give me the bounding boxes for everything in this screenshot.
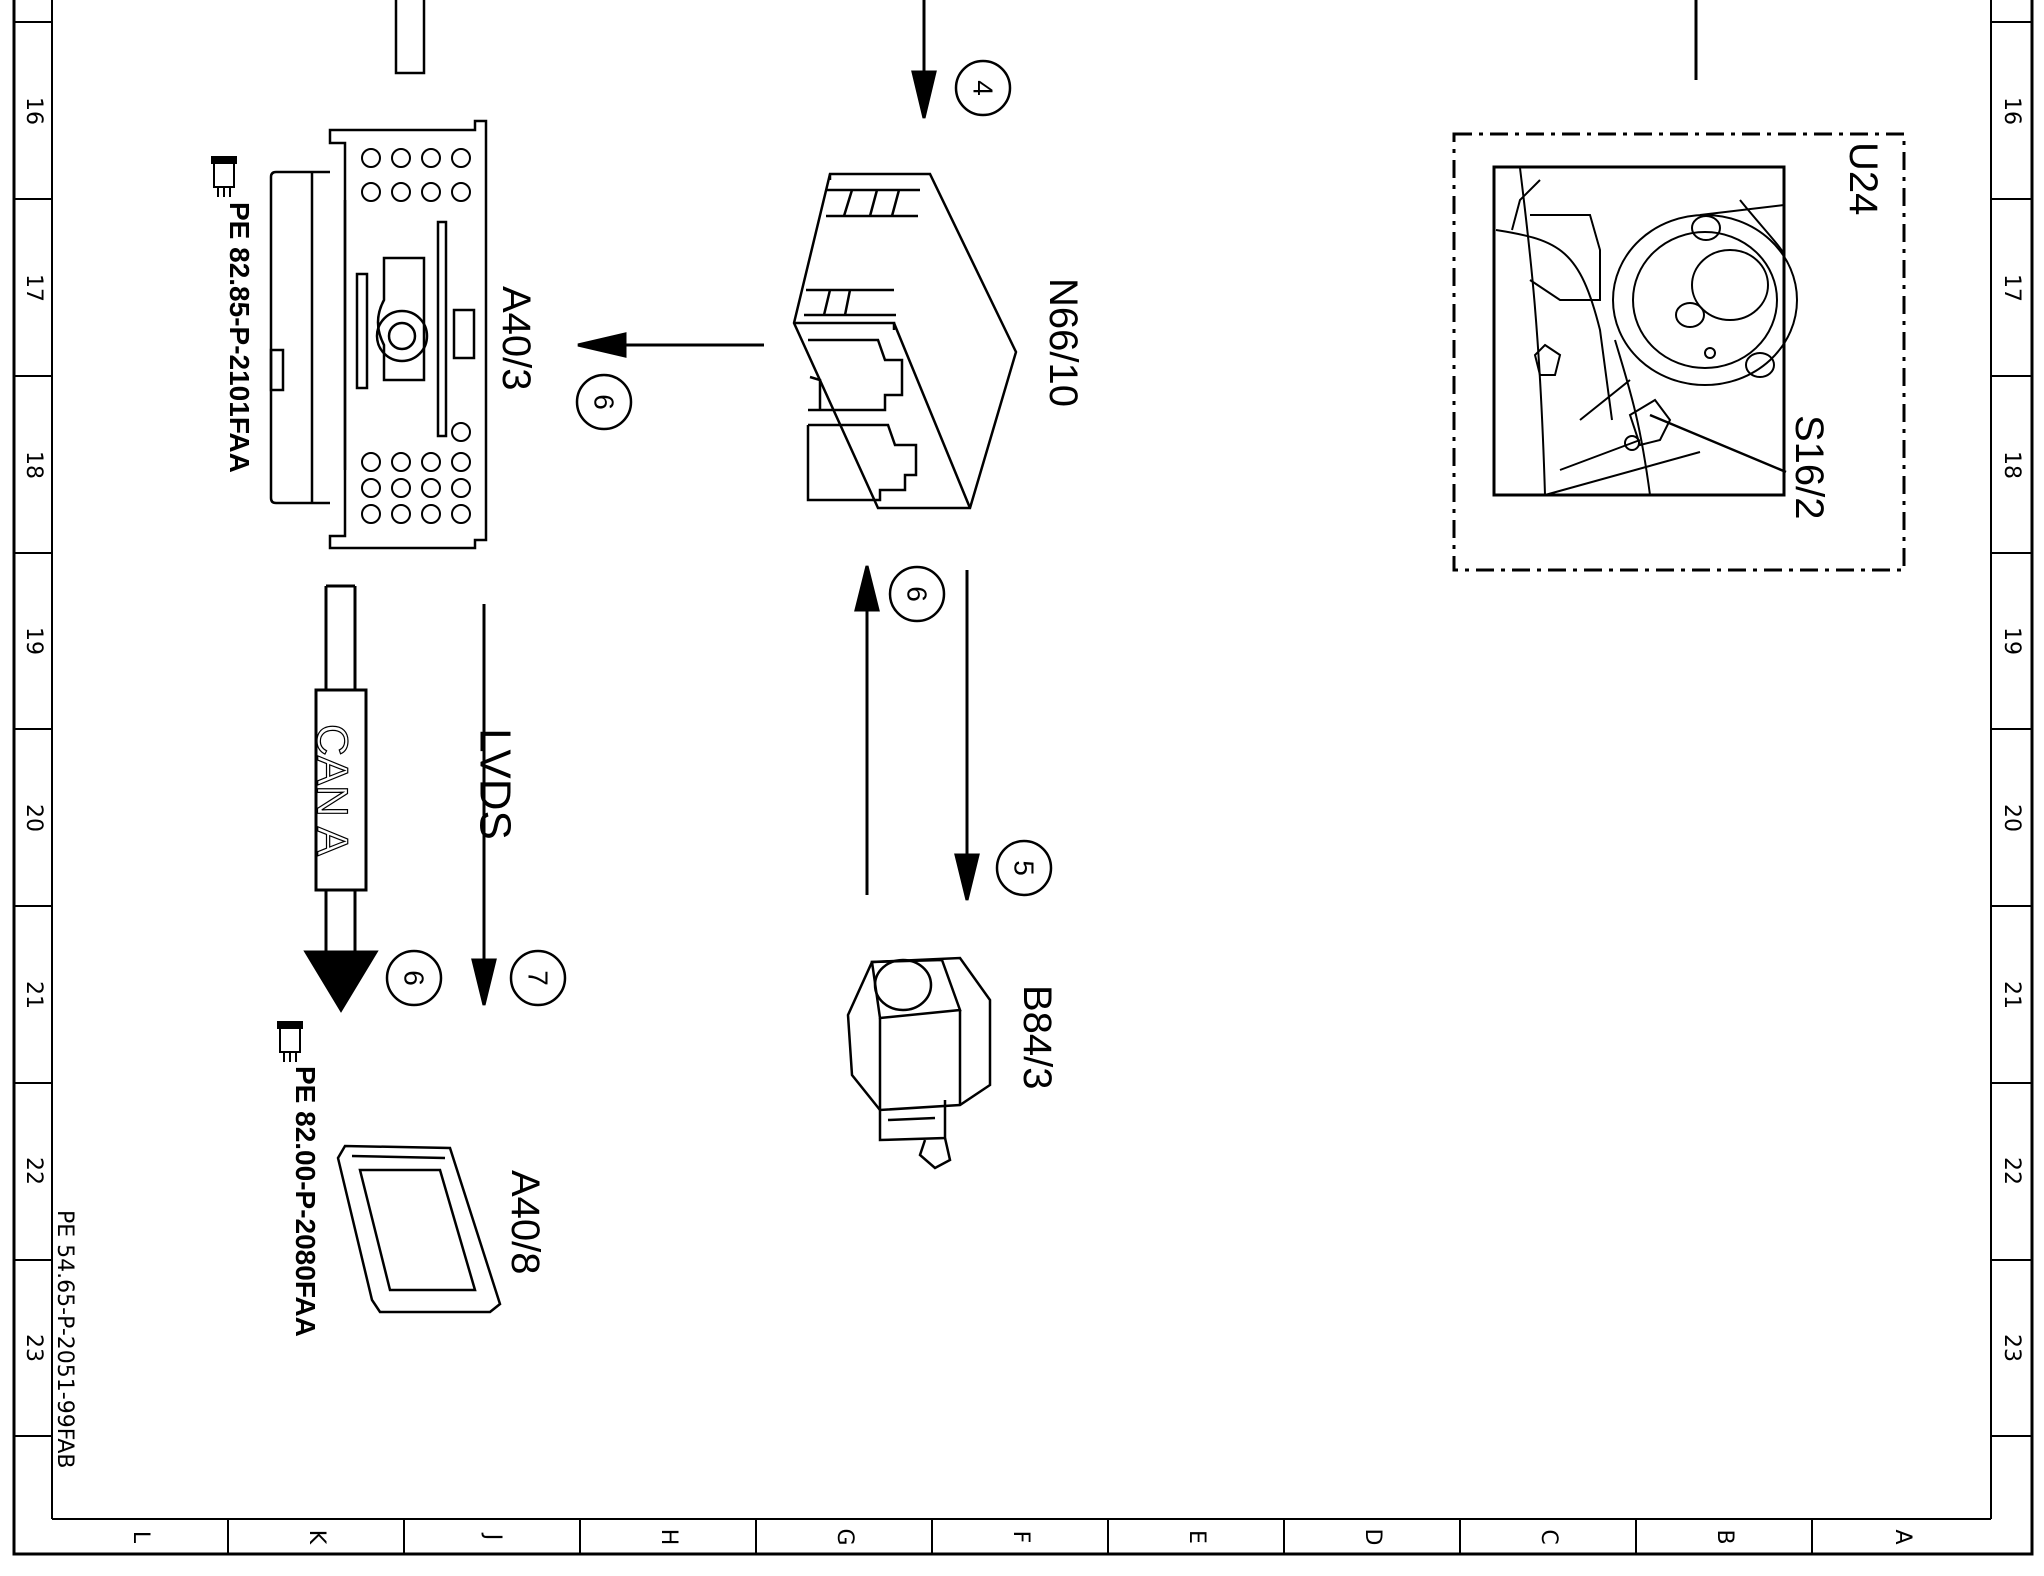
row-label: 20 bbox=[1999, 804, 2024, 832]
row-label: 18 bbox=[1999, 451, 2024, 479]
marker-5-number: 5 bbox=[1009, 860, 1040, 876]
marker-7: 7 bbox=[509, 949, 567, 1007]
component-a40-8 bbox=[336, 1144, 502, 1314]
reference-pointer-icon bbox=[277, 1021, 303, 1062]
row-label: 23 bbox=[1999, 1334, 2024, 1362]
marker-5: 5 bbox=[995, 839, 1053, 897]
row-label: 17 bbox=[1999, 274, 2024, 302]
component-b84-3 bbox=[846, 956, 992, 1170]
marker-7-number: 7 bbox=[523, 970, 554, 986]
can-bus-arrow bbox=[303, 584, 379, 1013]
a40-3-label: A40/3 bbox=[494, 286, 538, 391]
row-label: 22 bbox=[1999, 1157, 2024, 1185]
column-labels: L K J H G F E D C B A bbox=[128, 1528, 1915, 1545]
column-label: H bbox=[656, 1529, 681, 1546]
row-label: 17 bbox=[21, 274, 46, 302]
row-labels-right: 16 17 18 19 20 21 22 23 bbox=[1999, 97, 2024, 1362]
row-label: 21 bbox=[1999, 981, 2024, 1009]
s16-2-photo-illustration bbox=[1495, 167, 1798, 496]
row-label: 16 bbox=[21, 97, 46, 125]
marker-6-can: 6 bbox=[385, 949, 443, 1007]
row-label: 21 bbox=[21, 981, 46, 1009]
column-label: D bbox=[1360, 1529, 1385, 1546]
column-label: E bbox=[1184, 1530, 1209, 1544]
column-label: K bbox=[304, 1530, 329, 1545]
row-label: 22 bbox=[21, 1157, 46, 1185]
marker-6-number: 6 bbox=[589, 394, 620, 410]
a40-3-reference: PE 82.85-P-2101FAA bbox=[224, 202, 255, 473]
marker-6-number: 6 bbox=[902, 586, 933, 602]
s16-2-label: S16/2 bbox=[1787, 415, 1831, 520]
n66-10-label: N66/10 bbox=[1041, 278, 1085, 407]
column-label: C bbox=[1536, 1529, 1561, 1544]
lvds-bus-label: LVDS bbox=[470, 728, 519, 840]
drawing-frame bbox=[12, 0, 2034, 1556]
column-label: F bbox=[1008, 1531, 1033, 1544]
row-labels-left: 16 17 18 19 20 21 22 23 bbox=[21, 97, 46, 1362]
a40-8-label: A40/8 bbox=[503, 1170, 547, 1275]
row-label: 19 bbox=[21, 627, 46, 655]
column-label: B bbox=[1712, 1529, 1737, 1544]
u24-inset bbox=[1452, 0, 1906, 572]
row-label: 23 bbox=[21, 1334, 46, 1362]
row-label: 16 bbox=[1999, 97, 2024, 125]
marker-6-n66-10: 6 bbox=[888, 565, 946, 623]
column-label: A bbox=[1890, 1529, 1915, 1544]
column-label: J bbox=[480, 1532, 505, 1541]
marker-4-number: 4 bbox=[968, 80, 999, 96]
reference-pointer-icon bbox=[211, 156, 237, 197]
component-n66-10 bbox=[792, 172, 1018, 510]
a40-8-reference: PE 82.00-P-2080FAA bbox=[290, 1066, 321, 1337]
marker-4: 4 bbox=[954, 59, 1012, 117]
can-bus-label: CAN A bbox=[307, 724, 356, 857]
row-label: 19 bbox=[1999, 627, 2024, 655]
marker-6-number: 6 bbox=[399, 970, 430, 986]
row-label: 20 bbox=[21, 804, 46, 832]
component-a40-3 bbox=[269, 0, 488, 550]
column-label: L bbox=[128, 1531, 153, 1544]
b84-3-label: B84/3 bbox=[1015, 985, 1059, 1090]
document-code: PE 54.65-P-2051-99FAB bbox=[52, 1210, 77, 1469]
marker-6-a40-3: 6 bbox=[575, 373, 633, 431]
connection-arrows bbox=[471, 0, 980, 1006]
u24-label: U24 bbox=[1841, 142, 1885, 215]
row-label: 18 bbox=[21, 451, 46, 479]
column-label: G bbox=[832, 1528, 857, 1545]
